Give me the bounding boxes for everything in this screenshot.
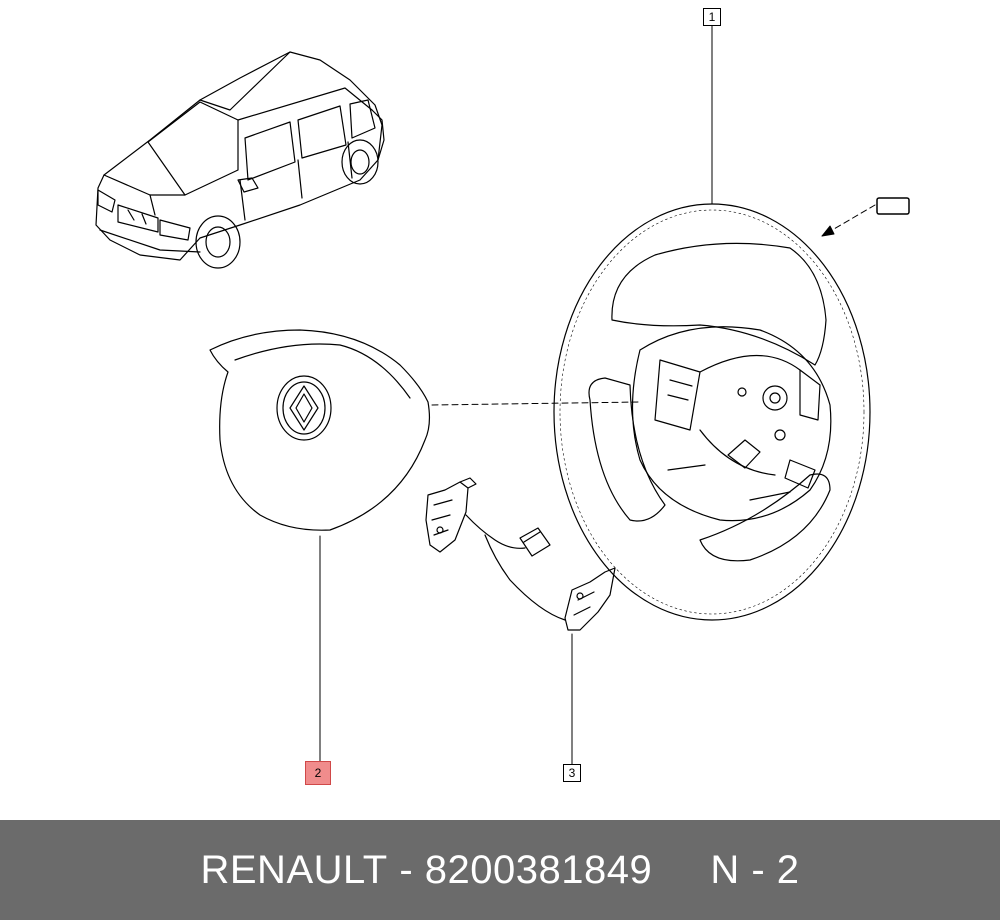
footer-bar: RENAULT - 8200381849 N - 2 <box>0 820 1000 920</box>
separator: - <box>387 847 425 892</box>
control-switch-assembly <box>425 477 616 631</box>
parts-diagram <box>95 25 910 765</box>
callout-2: 2 <box>305 761 331 785</box>
callout-1: 1 <box>703 8 721 26</box>
leader-lines <box>319 25 876 765</box>
renault-logo-icon <box>276 375 332 441</box>
reference-tag <box>876 197 910 215</box>
car-illustration <box>95 51 385 269</box>
spacer <box>652 848 710 893</box>
part-number: 8200381849 <box>424 847 653 892</box>
airbag-cover <box>209 329 431 531</box>
diagram-ref: N - 2 <box>710 847 800 892</box>
callout-3: 3 <box>563 764 581 782</box>
brand-name: RENAULT <box>200 847 388 892</box>
steering-wheel <box>553 203 871 621</box>
